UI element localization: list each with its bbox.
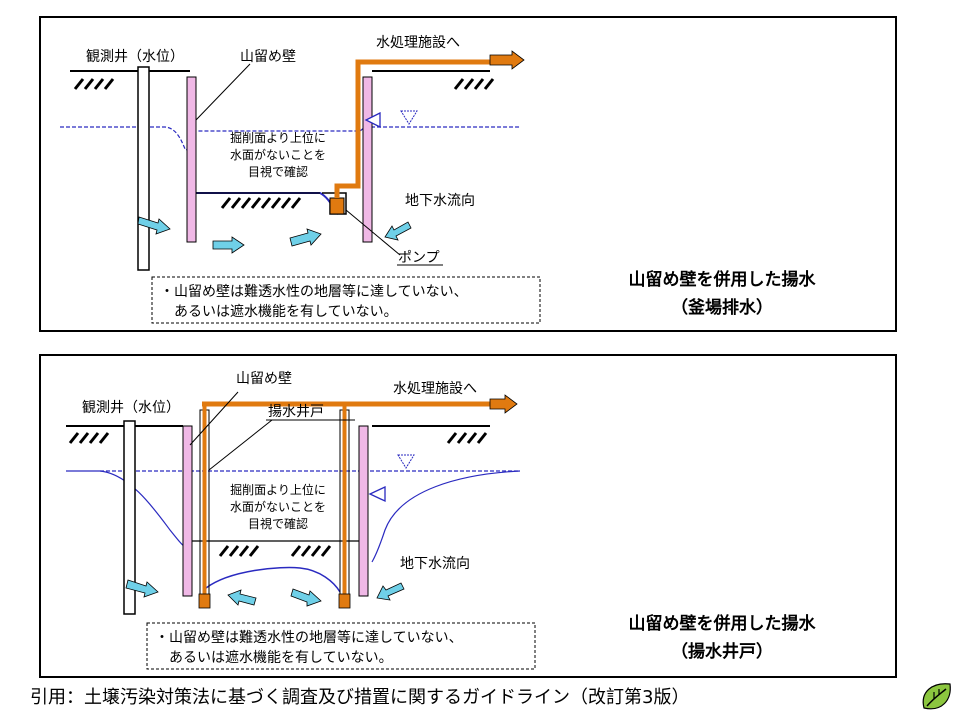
pump-icon bbox=[338, 593, 351, 609]
label-visual-check: 掘削面より上位に bbox=[230, 130, 326, 145]
discharge-pipe bbox=[334, 59, 490, 198]
panel-title: 山留め壁を併用した揚水 bbox=[629, 613, 817, 634]
panel-subtitle: （釜場排水） bbox=[671, 297, 773, 318]
water-table bbox=[66, 470, 187, 549]
note-text: ・山留め壁は難透水性の地層等に達していない、 bbox=[160, 283, 468, 300]
note-text: あるいは遮水機能を有していない。 bbox=[174, 304, 398, 320]
leader-line bbox=[208, 419, 273, 471]
flow-arrow bbox=[289, 228, 322, 247]
flow-arrow bbox=[125, 579, 159, 598]
leaf-icon bbox=[922, 683, 951, 710]
water-level-marker bbox=[400, 110, 418, 125]
panel-bottom: 観測井（水位） 山留め壁 水処理施設へ 揚水井戸 掘削面より上位に 水面がないこ… bbox=[39, 354, 897, 678]
label-visual-check: 目視で確認 bbox=[248, 164, 308, 179]
retaining-wall-right bbox=[362, 76, 373, 243]
label-observation-well: 観測井（水位） bbox=[86, 48, 184, 65]
pump-icon bbox=[198, 593, 211, 609]
drawdown-curve bbox=[205, 566, 341, 593]
label-retaining-wall: 山留め壁 bbox=[240, 49, 296, 65]
water-level-marker bbox=[364, 111, 381, 129]
pump-icon bbox=[329, 197, 345, 215]
flow-arrow bbox=[212, 236, 245, 254]
flow-arrow bbox=[384, 221, 412, 241]
label-water-treatment: 水処理施設へ bbox=[393, 381, 477, 397]
water-level-marker bbox=[397, 454, 415, 469]
note-text: あるいは遮水機能を有していない。 bbox=[169, 650, 393, 666]
observation-well bbox=[137, 66, 150, 271]
leader-line bbox=[189, 391, 239, 446]
water-table bbox=[371, 470, 521, 563]
panel-title: 山留め壁を併用した揚水 bbox=[629, 269, 817, 290]
label-visual-check: 水面がないことを bbox=[230, 499, 326, 514]
label-observation-well: 観測井（水位） bbox=[82, 399, 180, 416]
note-text: ・山留め壁は難透水性の地層等に達していない、 bbox=[155, 629, 463, 646]
panel-subtitle: （揚水井戸） bbox=[671, 641, 773, 662]
label-water-treatment: 水処理施設へ bbox=[376, 35, 460, 51]
flow-arrow bbox=[227, 589, 257, 606]
flow-arrow bbox=[137, 216, 171, 235]
label-visual-check: 目視で確認 bbox=[248, 516, 308, 531]
retaining-wall-left bbox=[182, 425, 193, 597]
panel-top: 観測井（水位） 山留め壁 水処理施設へ 掘削面より上位に 水面がないことを 目視… bbox=[39, 16, 897, 332]
note-box bbox=[146, 622, 536, 670]
outflow-arrow bbox=[489, 394, 518, 414]
label-visual-check: 掘削面より上位に bbox=[230, 482, 326, 497]
label-groundwater-flow: 地下水流向 bbox=[405, 193, 475, 209]
label-visual-check: 水面がないことを bbox=[230, 147, 326, 162]
flow-arrow bbox=[376, 582, 405, 601]
label-pumping-well: 揚水井戸 bbox=[268, 403, 324, 420]
citation: 引用：土壌汚染対策法に基づく調査及び措置に関するガイドライン（改訂第3版） bbox=[30, 687, 690, 708]
label-groundwater-flow: 地下水流向 bbox=[400, 556, 470, 572]
observation-well bbox=[123, 420, 136, 615]
leader-line bbox=[195, 63, 251, 121]
label-pump: ポンプ bbox=[398, 250, 440, 266]
retaining-wall-right bbox=[358, 425, 369, 597]
outflow-arrow bbox=[489, 50, 525, 70]
flow-arrow bbox=[290, 588, 322, 607]
leader-line bbox=[345, 209, 401, 256]
note-box bbox=[151, 276, 541, 324]
panel-frame bbox=[39, 16, 897, 332]
water-level-marker bbox=[368, 485, 386, 503]
label-retaining-wall: 山留め壁 bbox=[236, 371, 292, 387]
retaining-wall-left bbox=[186, 76, 197, 243]
